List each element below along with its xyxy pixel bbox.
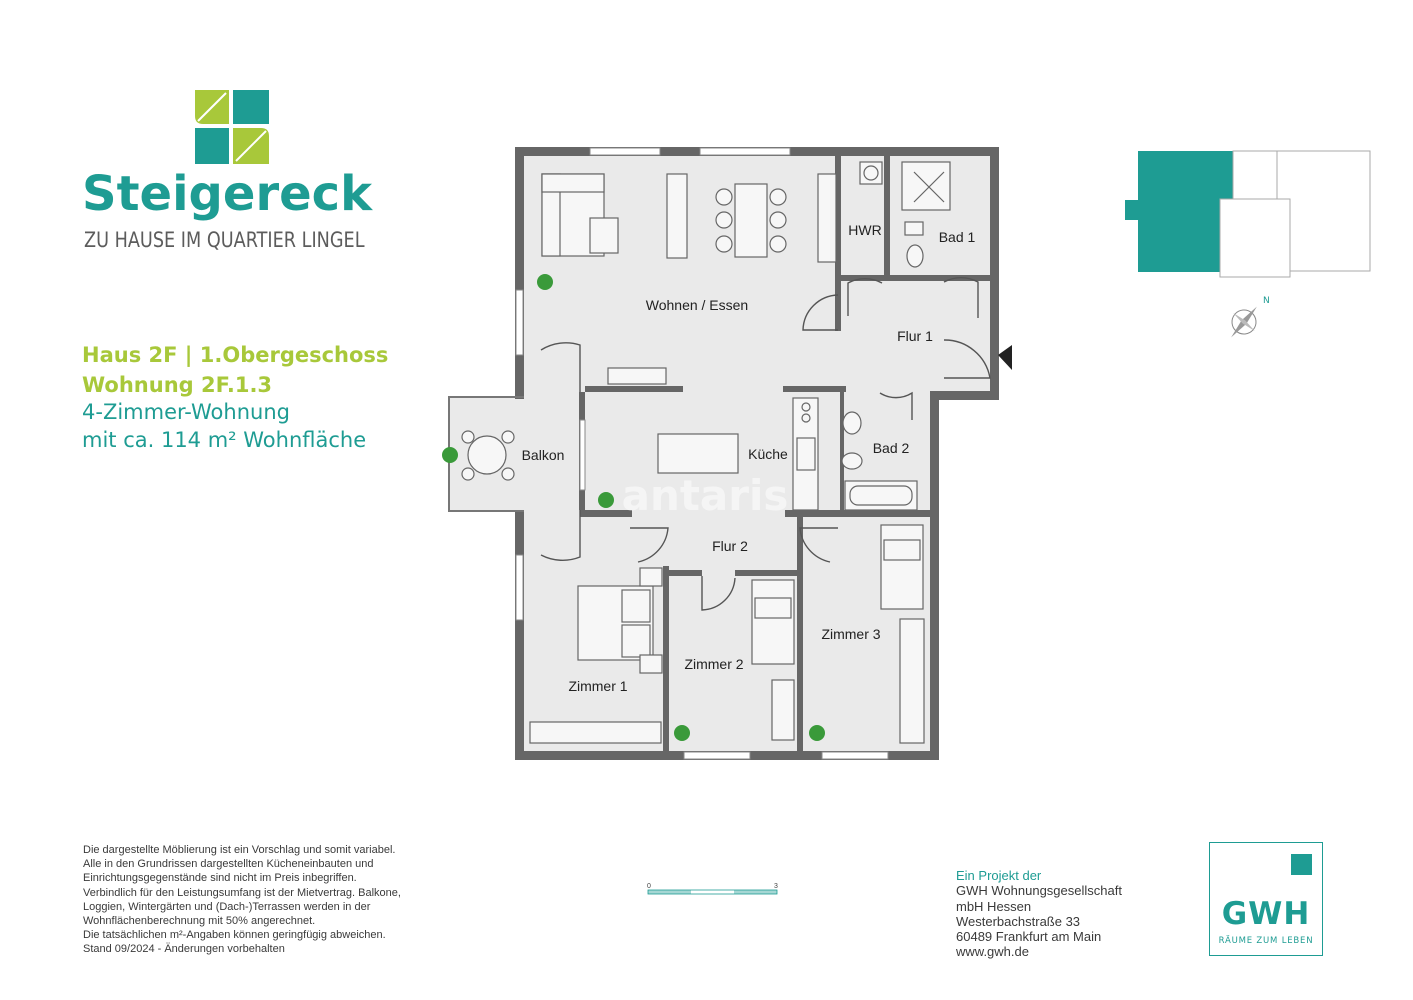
floor-plan: antaris Wohnen / Essen HWR Bad 1 Flur 1 … <box>442 147 1012 760</box>
room-label-zimmer1: Zimmer 1 <box>568 678 627 694</box>
developer-line: 60489 Frankfurt am Main <box>956 929 1102 945</box>
watermark: antaris <box>622 471 789 520</box>
key-plan: N <box>1125 150 1371 338</box>
room-label-hwr: HWR <box>848 222 881 238</box>
room-label-zimmer2: Zimmer 2 <box>684 656 743 672</box>
plants <box>442 274 825 741</box>
area-label: mit ca. 114 m² Wohnfläche <box>82 428 367 452</box>
developer-line: Westerbachstraße 33 <box>956 913 1081 929</box>
developer-info: Ein Projekt der GWH Wohnungsgesellschaft… <box>956 868 1122 960</box>
disclaimer-line: Stand 09/2024 - Änderungen vorbehalten <box>83 943 285 956</box>
house-floor-label: Haus 2F | 1.Obergeschoss <box>82 343 389 367</box>
scale-bar: 0 3 <box>647 883 778 895</box>
developer-lead: Ein Projekt der <box>956 868 1042 883</box>
disclaimer-line: Einrichtungsgegenstände sind nicht im Pr… <box>83 872 357 885</box>
room-label-kueche: Küche <box>748 446 788 462</box>
scale-end-label: 3 <box>774 883 778 890</box>
room-label-bad1: Bad 1 <box>939 229 976 245</box>
room-label-bad2: Bad 2 <box>873 440 910 456</box>
logo-square-top-right <box>233 90 269 124</box>
developer-line: GWH Wohnungsgesellschaft <box>956 883 1122 899</box>
compass-north-label: N <box>1263 296 1270 306</box>
disclaimer-line: Verbindlich für den Leistungsumfang ist … <box>83 886 401 899</box>
brand-name: Steigereck <box>82 166 373 222</box>
doors <box>540 277 991 611</box>
developer-website: www.gwh.de <box>956 944 1029 960</box>
gwh-logo-square <box>1291 854 1312 875</box>
logo-mark <box>195 90 269 164</box>
disclaimer-line: Alle in den Grundrissen dargestellten Kü… <box>83 858 374 871</box>
brand-tagline: ZU HAUSE IM QUARTIER LINGEL <box>84 228 365 252</box>
logo-square-bottom-left <box>195 128 229 164</box>
room-label-zimmer3: Zimmer 3 <box>821 626 880 642</box>
unit-label: Wohnung 2F.1.3 <box>82 373 273 397</box>
entrance-marker <box>998 345 1012 370</box>
room-label-flur2: Flur 2 <box>712 538 748 554</box>
disclaimer-line: Loggien, Wintergärten und (Dach-)Terrass… <box>83 900 371 913</box>
disclaimer-text: Die dargestellte Möblierung ist ein Vors… <box>83 843 435 957</box>
disclaimer-line: Die dargestellte Möblierung ist ein Vors… <box>83 844 396 856</box>
room-label-wohnen: Wohnen / Essen <box>646 297 748 313</box>
gwh-logo-name: GWH <box>1221 896 1311 932</box>
compass-icon <box>1231 306 1257 338</box>
developer-line: mbH Hessen <box>956 898 1032 914</box>
scale-start-label: 0 <box>647 883 651 890</box>
furniture <box>461 161 951 744</box>
gwh-logo-tagline: RÄUME ZUM LEBEN <box>1218 936 1314 946</box>
rooms-label: 4-Zimmer-Wohnung <box>82 400 290 424</box>
room-label-balkon: Balkon <box>522 447 565 463</box>
disclaimer-line: Wohnflächenberechnung mit 50% angerechne… <box>83 915 316 928</box>
windows <box>515 147 889 760</box>
room-label-flur1: Flur 1 <box>897 328 933 344</box>
gwh-logo: GWH RÄUME ZUM LEBEN <box>1209 842 1323 956</box>
disclaimer-line: Die tatsächlichen m²-Angaben können geri… <box>83 929 386 942</box>
